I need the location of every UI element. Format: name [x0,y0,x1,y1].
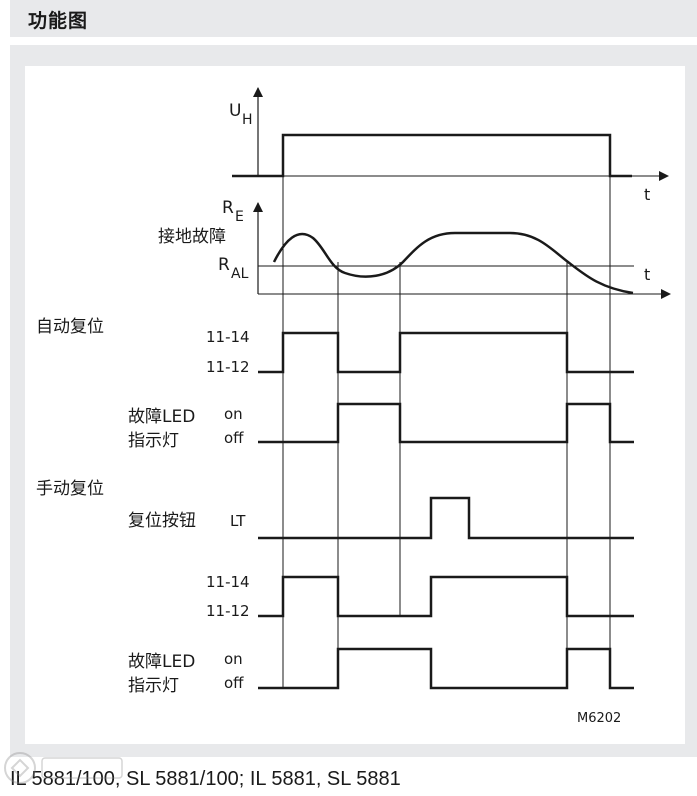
time-label-2: t [644,265,650,284]
figure-id: M6202 [577,711,621,726]
manual-contact-no-label: 11-14 [206,573,250,591]
auto-contact-signal [258,331,634,374]
resistance-axis: R E 接地故障 R AL t [158,198,671,299]
supply-label: U [229,101,241,121]
manual-contact-nc-label: 11-12 [206,602,250,620]
manual-contact-signal [258,575,634,618]
fault-label: 接地故障 [158,227,226,247]
auto-reset-title: 自动复位 [36,317,104,337]
manual-led-on-label: on [224,650,243,668]
watermark-logo-icon [4,752,123,784]
auto-reset-section: 自动复位 11-14 11-12 故障LED 指示灯 on off [36,317,634,451]
time-label-1: t [644,185,650,204]
auto-led-label-2: 指示灯 [128,431,179,451]
product-caption: IL 5881/100, SL 5881/100; IL 5881, SL 58… [10,768,401,790]
manual-led-signal [258,647,634,690]
auto-led-on-label: on [224,405,243,423]
auto-led-signal [258,402,634,444]
resistance-label: R [222,198,234,218]
reference-lines [282,135,611,688]
resistance-label-sub: E [235,209,244,225]
reset-button-signal [258,496,634,540]
supply-label-sub: H [242,112,253,128]
auto-led-off-label: off [224,429,244,447]
supply-axis: U H t [229,87,669,204]
reset-button-code: LT [230,512,246,530]
header-bar [10,0,697,37]
auto-led-label-1: 故障LED [128,407,195,427]
manual-reset-section: 手动复位 复位按钮 LT 11-14 11-12 故障LED 指示灯 on of… [36,479,634,696]
manual-led-label-2: 指示灯 [128,676,179,696]
auto-contact-nc-label: 11-12 [206,358,250,376]
manual-reset-title: 手动复位 [36,479,104,499]
threshold-label-sub: AL [231,266,249,282]
auto-contact-no-label: 11-14 [206,328,250,346]
resistance-curve [272,231,634,295]
supply-signal [232,133,632,178]
manual-led-off-label: off [224,674,244,692]
manual-led-label-1: 故障LED [128,652,195,672]
reset-button-label: 复位按钮 [128,511,196,531]
page-title: 功能图 [28,10,89,32]
threshold-label: R [218,255,230,275]
